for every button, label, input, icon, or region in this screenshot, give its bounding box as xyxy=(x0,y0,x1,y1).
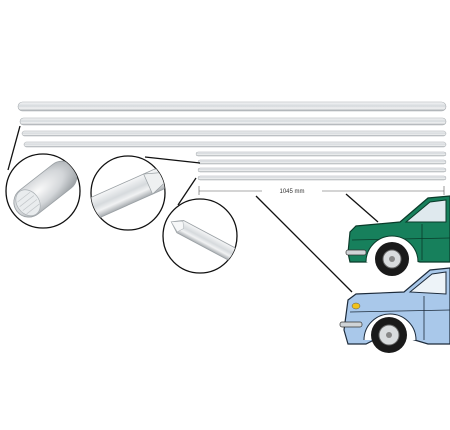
trim-strip-1 xyxy=(17,101,447,112)
trim-strip-4 xyxy=(23,141,447,148)
short-strip-1 xyxy=(195,151,447,157)
car-illustration-green xyxy=(345,195,450,276)
short-strip-4 xyxy=(197,175,447,181)
long-trim-strips xyxy=(17,101,447,148)
car-illustration-blue xyxy=(339,267,450,353)
detail-circle-strip-tip xyxy=(90,155,166,231)
trim-strip-2 xyxy=(19,117,447,126)
detail-circle-end-cap xyxy=(5,153,81,229)
dimension-label: 1045 mm xyxy=(262,189,322,195)
short-strip-2 xyxy=(197,159,447,165)
short-strip-3 xyxy=(197,167,447,173)
short-trim-strips xyxy=(195,151,447,181)
detail-circle-pointed-end xyxy=(162,198,238,274)
leader-lines xyxy=(7,125,379,293)
trim-strip-3 xyxy=(21,130,447,137)
